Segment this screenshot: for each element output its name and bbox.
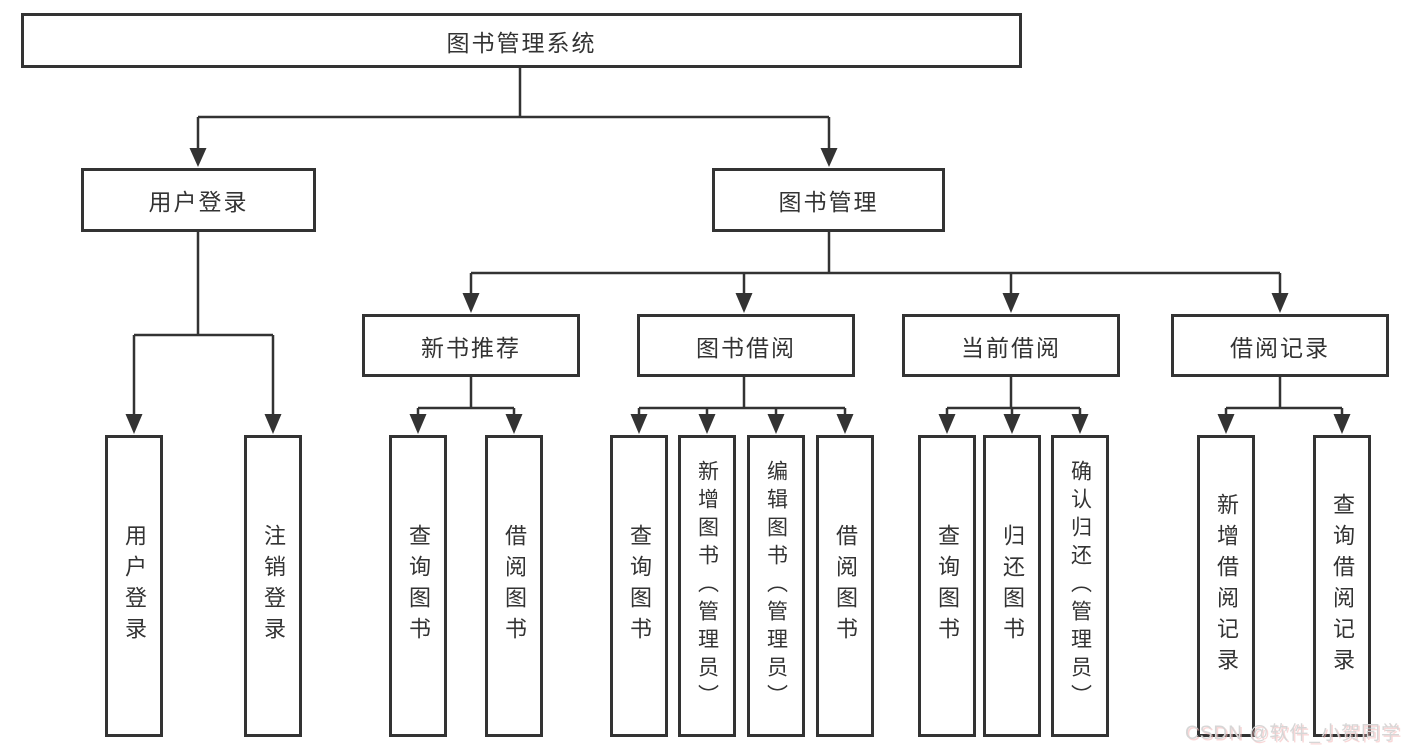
node-current-borrowing: 当前借阅 (902, 314, 1120, 377)
node-root: 图书管理系统 (21, 13, 1022, 68)
leaf-label: 注销登录 (261, 524, 286, 648)
node-user-login: 用户登录 (81, 168, 316, 232)
leaf-label: 确认归还（管理员） (1068, 460, 1092, 712)
leaf-query-books-recommend: 查询图书 (389, 435, 447, 737)
leaf-label: 新增借阅记录 (1214, 493, 1239, 679)
node-book-borrowing: 图书借阅 (637, 314, 855, 377)
leaf-confirm-return-admin: 确认归还（管理员） (1051, 435, 1109, 737)
leaf-label: 查询借阅记录 (1330, 493, 1355, 679)
leaf-query-borrow-record: 查询借阅记录 (1313, 435, 1371, 737)
leaf-label: 查询图书 (935, 524, 960, 648)
node-book-management: 图书管理 (712, 168, 945, 232)
node-new-book-recommend: 新书推荐 (362, 314, 580, 377)
leaf-label: 借阅图书 (833, 524, 858, 648)
leaf-borrow-books-recommend: 借阅图书 (485, 435, 543, 737)
leaf-add-borrow-record: 新增借阅记录 (1197, 435, 1255, 737)
leaf-borrow-books: 借阅图书 (816, 435, 874, 737)
csdn-watermark: CSDN @软件_小贺同学 (1185, 723, 1401, 744)
leaf-query-books-current: 查询图书 (918, 435, 976, 737)
leaf-user-login: 用户登录 (105, 435, 163, 737)
leaf-label: 查询图书 (406, 524, 431, 648)
leaf-edit-book-admin: 编辑图书（管理员） (747, 435, 805, 737)
leaf-label: 用户登录 (122, 524, 147, 648)
leaf-label: 查询图书 (627, 524, 652, 648)
leaf-logout: 注销登录 (244, 435, 302, 737)
leaf-return-book: 归还图书 (983, 435, 1041, 737)
leaf-label: 归还图书 (1000, 524, 1025, 648)
leaf-query-books-borrow: 查询图书 (610, 435, 668, 737)
leaf-add-book-admin: 新增图书（管理员） (678, 435, 736, 737)
arrowheads (125, 148, 1351, 434)
leaf-label: 编辑图书（管理员） (764, 460, 788, 712)
leaf-label: 借阅图书 (502, 524, 527, 648)
leaf-label: 新增图书（管理员） (695, 460, 719, 712)
node-borrowing-records: 借阅记录 (1171, 314, 1389, 377)
